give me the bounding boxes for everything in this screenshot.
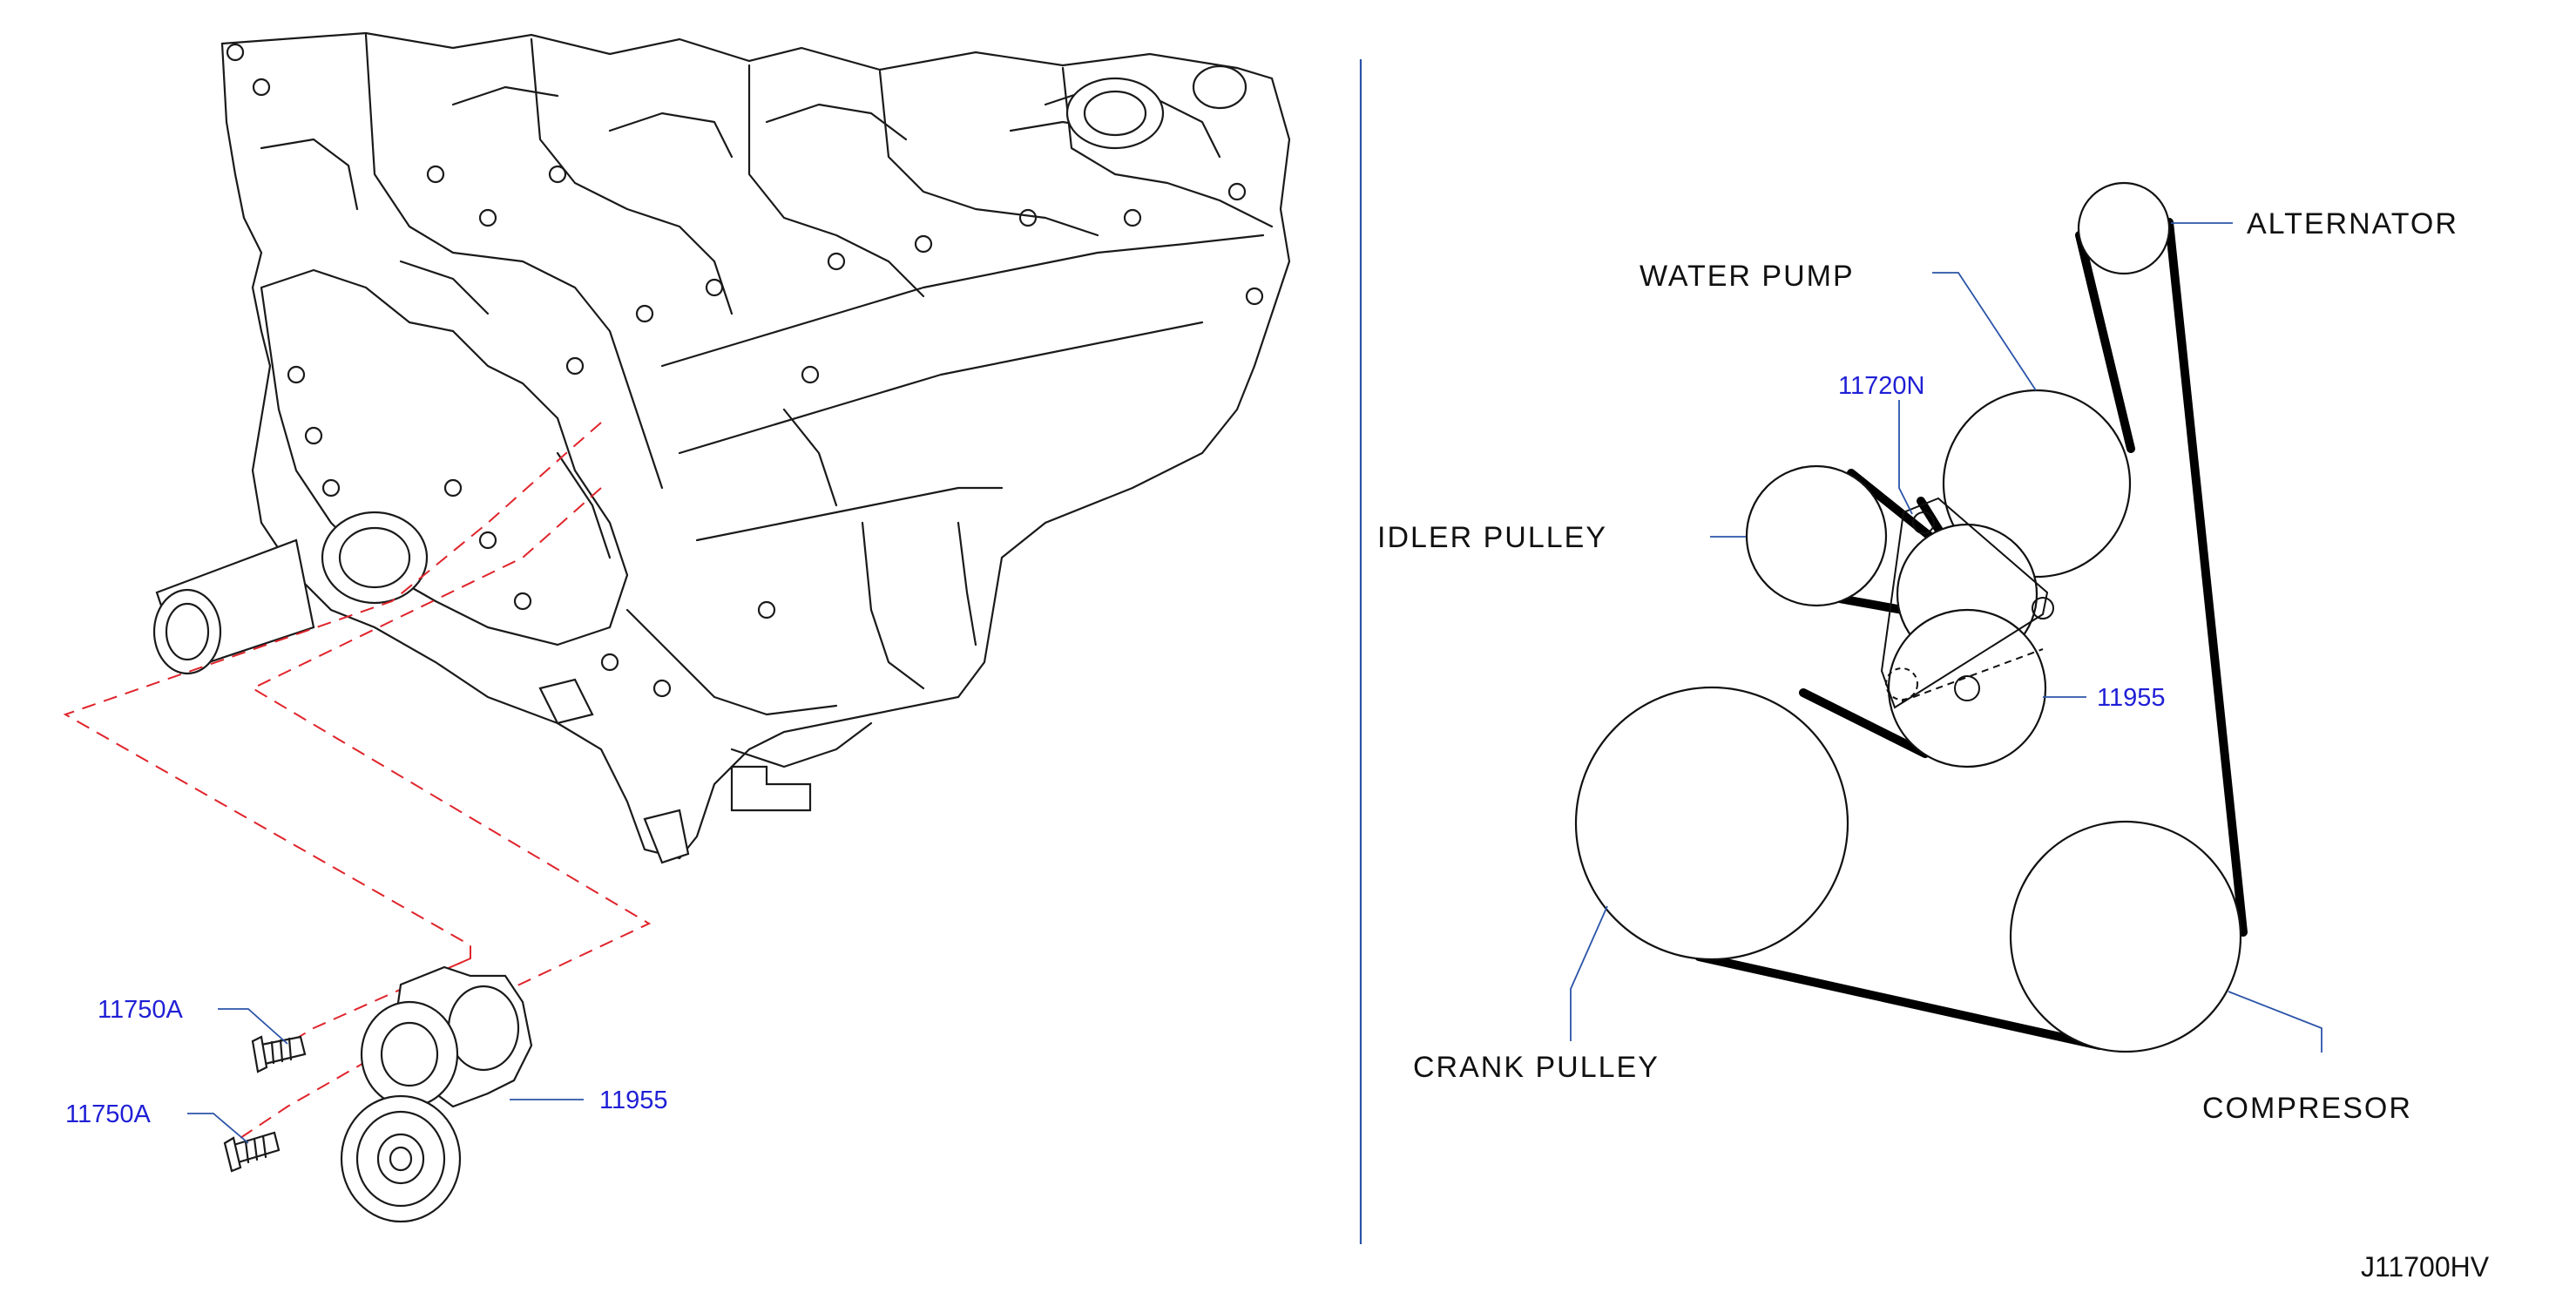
label-water-pump[interactable]: WATER PUMP (1640, 260, 1855, 293)
label-alternator[interactable]: ALTERNATOR (2247, 207, 2458, 240)
idler-pulley (1745, 464, 1888, 607)
left-leaders (187, 1008, 584, 1144)
diagram-code: J11700HV (2361, 1251, 2490, 1283)
bolt-lower-drawing (223, 1131, 281, 1173)
part-number-bolt-lower[interactable]: 11750A (65, 1100, 151, 1128)
label-idler-pulley[interactable]: IDLER PULLEY (1377, 521, 1607, 554)
crank-pulley (1574, 686, 1849, 961)
part-number-tensioner-left[interactable]: 11955 (599, 1087, 668, 1114)
right-leaders (1570, 222, 2322, 1053)
alternator-pulley (2077, 181, 2171, 275)
label-crank-pulley[interactable]: CRANK PULLEY (1413, 1051, 1660, 1084)
part-number-tensioner-right[interactable]: 11955 (2097, 684, 2166, 712)
compressor-pulley (2009, 820, 2242, 1053)
part-number-bolt-upper[interactable]: 11750A (98, 996, 183, 1024)
tensioner-pulley (1887, 608, 2047, 768)
part-number-belt[interactable]: 11720N (1838, 372, 1924, 400)
tensioner-assembly-drawing (340, 965, 533, 1223)
bolt-upper-drawing (251, 1035, 307, 1073)
label-compressor[interactable]: COMPRESOR (2202, 1092, 2412, 1125)
belt-drive-schematic (1574, 181, 2248, 1053)
tensioner-arm (1880, 497, 2054, 709)
engine-block-drawing (152, 31, 1291, 864)
